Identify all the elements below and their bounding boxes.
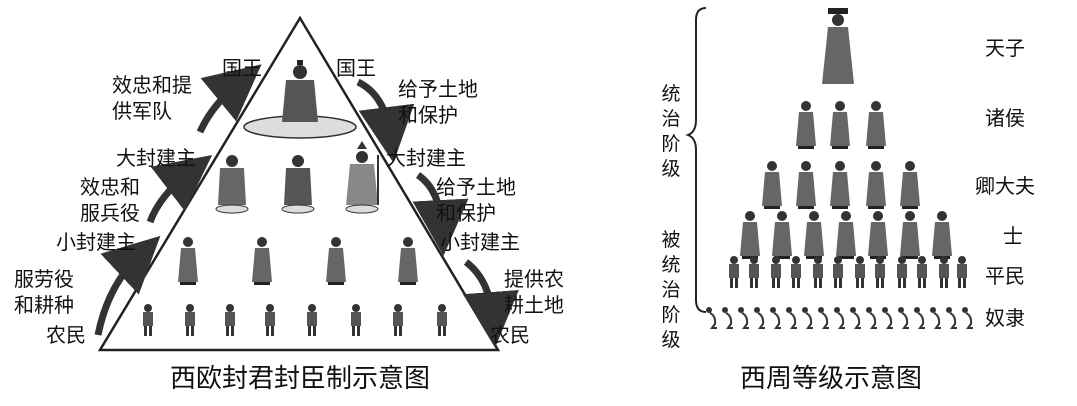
label-king-right: 国王: [336, 58, 376, 78]
nuli-figures: [706, 307, 973, 328]
label-peasant-left: 农民: [46, 325, 86, 345]
label-great-lord-right: 大封建主: [386, 148, 466, 168]
rank-qingdafu: 卿大夫: [975, 176, 1035, 196]
arrow-small-lord-to-great-lord: [150, 172, 190, 222]
rank-pingmin: 平民: [985, 266, 1025, 286]
caption-right: 西周等级示意图: [740, 366, 922, 392]
label-great-lord-left: 大封建主: [116, 148, 196, 168]
rank-tianzi: 天子: [985, 38, 1025, 58]
qingdafu-figures: [762, 161, 920, 209]
label-grant-land-2: 给予土地 和保护: [436, 174, 516, 226]
rank-zhuhou: 诸侯: [985, 108, 1025, 128]
label-loyalty-service: 效忠和 服兵役: [80, 174, 140, 226]
caption-left: 西欧封君封臣制示意图: [170, 366, 430, 392]
tianzi-figure: [822, 8, 854, 84]
label-loyalty-army: 效忠和提 供军队: [112, 72, 192, 124]
label-labor: 服劳役 和耕种: [14, 266, 74, 318]
class-brace: [688, 8, 706, 312]
label-small-lord-right: 小封建主: [440, 232, 520, 252]
label-provide-farmland: 提供农 耕土地: [504, 266, 564, 318]
small-lord-figures: [178, 237, 418, 285]
arrow-great-lord-to-king: [200, 82, 240, 132]
king-figure: [282, 60, 318, 122]
label-ruled-class: 被统治阶级: [660, 228, 682, 353]
great-lord-noble: [282, 155, 314, 213]
pingmin-figures: [729, 256, 967, 288]
rank-nuli: 奴隶: [985, 308, 1025, 328]
label-ruling-class: 统治阶级: [660, 82, 682, 182]
label-small-lord-left: 小封建主: [56, 232, 136, 252]
shi-figures: [740, 211, 952, 259]
rank-shi: 士: [1003, 226, 1023, 246]
peasant-figures: [143, 304, 447, 336]
label-king-left: 国王: [222, 58, 262, 78]
great-lord-knight: [216, 155, 248, 213]
arrow-king-to-great-lord: [358, 82, 390, 135]
label-peasant-right: 农民: [490, 325, 530, 345]
arrow-small-lord-to-peasant: [466, 262, 493, 320]
label-grant-land-1: 给予土地 和保护: [398, 76, 478, 128]
zhuhou-figures: [796, 101, 886, 149]
great-lord-bishop: [346, 141, 378, 213]
